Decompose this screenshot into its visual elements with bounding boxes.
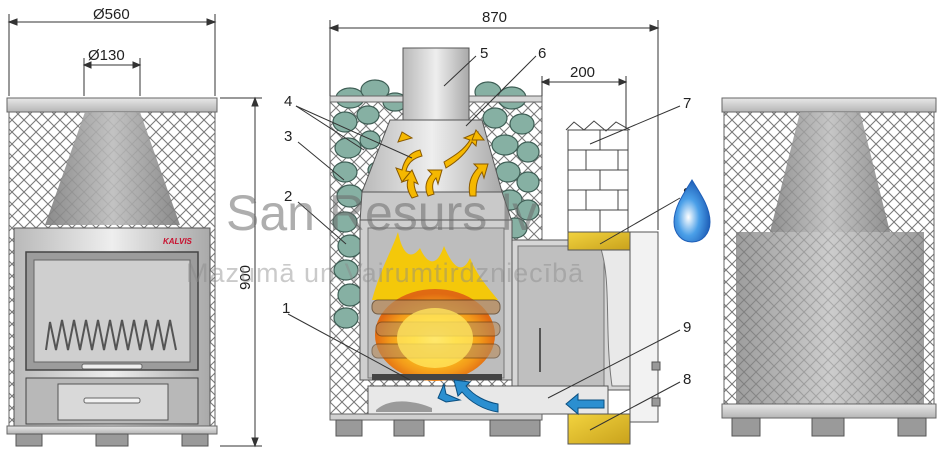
- side-foot-3: [897, 417, 927, 437]
- brick-wall: [567, 129, 629, 233]
- callout-4: 4: [284, 93, 292, 110]
- side-firebox: [736, 232, 924, 404]
- extension-handle-top: [651, 361, 661, 371]
- section-foot-2: [393, 419, 425, 437]
- callout-leaders: [287, 55, 681, 431]
- section-view: 870 200 1 2 3 4 5 6 7 8 8: [282, 9, 711, 445]
- front-view: KALVIS Ø560 Ø130: [6, 6, 262, 448]
- dim-diameter-flue: [82, 58, 142, 96]
- callout-1: 1: [282, 300, 290, 317]
- front-drawer-handle: [83, 397, 141, 404]
- warm-arrows: [395, 129, 489, 199]
- section-foot-3: [489, 419, 541, 437]
- callout-2: 2: [284, 188, 292, 205]
- front-top-plate: [6, 97, 218, 113]
- front-foot-2: [95, 433, 129, 447]
- front-foot-1: [15, 433, 43, 447]
- callout-7: 7: [683, 95, 691, 112]
- flame-upper: [372, 232, 498, 300]
- extension-handle-bottom: [651, 397, 661, 407]
- callout-3: 3: [284, 128, 292, 145]
- dim-width-total: [328, 20, 660, 230]
- dim-height-label: 900: [237, 265, 254, 290]
- grate: [372, 374, 502, 380]
- fire-core: [397, 308, 473, 368]
- side-foot-1: [731, 417, 761, 437]
- insulation-bottom: [567, 413, 631, 445]
- water-drop-icon: [673, 179, 711, 243]
- extension-frame: [629, 231, 659, 423]
- callout-6: 6: [538, 45, 546, 62]
- chimney-pipe: [402, 47, 470, 121]
- dim-width-total-label: 870: [482, 9, 507, 26]
- watermark-subtitle: Mazumā un Vairumtirdzniecībā: [186, 258, 584, 288]
- front-base: [6, 425, 218, 435]
- dim-diameter-body: [7, 14, 217, 96]
- section-foot-1: [335, 419, 363, 437]
- extension-inner: [517, 245, 605, 387]
- side-top-plate: [721, 97, 937, 113]
- dim-offset-label: 200: [570, 64, 595, 81]
- front-flame-zigzag: [45, 319, 177, 351]
- dim-height: [220, 96, 262, 448]
- callout-9: 9: [683, 319, 691, 336]
- side-view: [721, 97, 937, 437]
- brand-label: KALVIS: [163, 237, 193, 246]
- section-base: [329, 413, 543, 421]
- front-door-handle: [81, 363, 143, 370]
- callout-8-bottom: 8: [683, 371, 691, 388]
- watermark-title: San Resurs lv: [226, 185, 537, 241]
- dim-offset: [540, 76, 628, 128]
- front-foot-3: [181, 433, 209, 447]
- side-inner-cone: [770, 112, 890, 232]
- cold-arrows: [437, 379, 605, 416]
- front-inner-cone: [45, 112, 180, 225]
- dim-diameter-body-label: Ø560: [93, 6, 130, 23]
- brick-wall-break: [565, 120, 631, 132]
- ash: [376, 401, 432, 412]
- dim-diameter-flue-label: Ø130: [88, 47, 125, 64]
- side-foot-2: [811, 417, 845, 437]
- callout-5: 5: [480, 45, 488, 62]
- side-base: [721, 403, 937, 419]
- insulation-top: [567, 231, 631, 251]
